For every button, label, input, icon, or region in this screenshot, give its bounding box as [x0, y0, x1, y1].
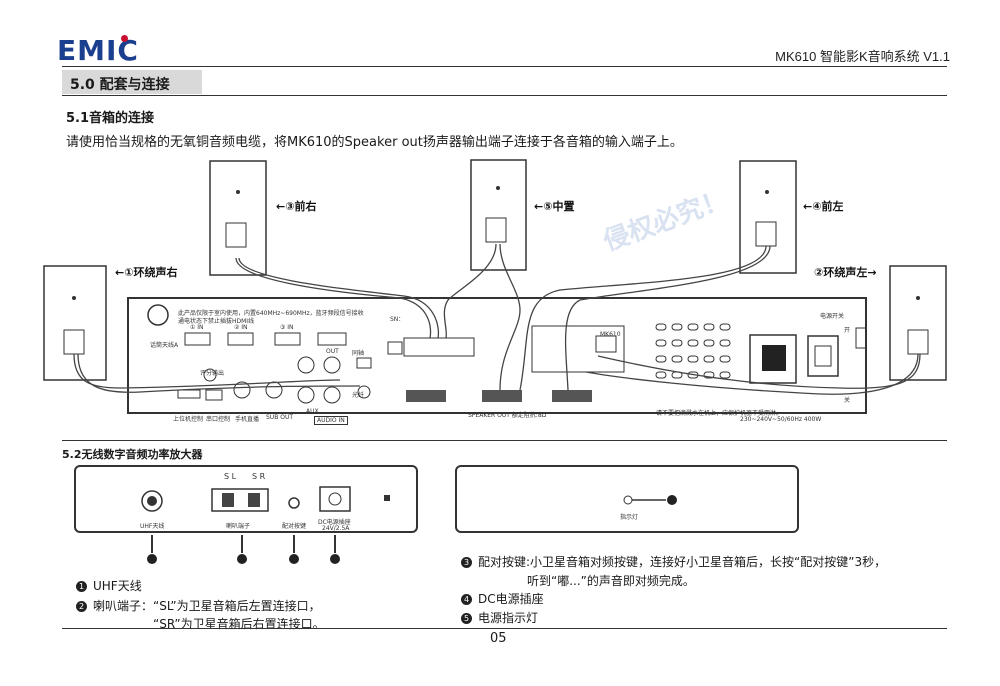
- label-surround-left: ②环绕声左→: [814, 266, 877, 279]
- note-number: 5: [461, 613, 472, 624]
- panel-power-switch: 电源开关: [820, 313, 845, 320]
- label-front-left: ←④前左: [803, 200, 844, 213]
- panel-hdmi-note-2: 通电状态下禁止插拔HDMI线: [178, 318, 255, 325]
- page-number: 05: [490, 631, 507, 646]
- speaker-surround-left: [889, 265, 947, 381]
- panel-coax: 同轴: [352, 350, 365, 357]
- speaker-front-right: [209, 160, 267, 276]
- label-sr: S R: [252, 472, 266, 481]
- label-sl: S L: [224, 472, 237, 481]
- panel-warning: 请不要把滴溅水在机上，应保护机器不受雨淋。: [656, 410, 783, 417]
- footer-rule: [62, 628, 947, 629]
- label-center: ←⑤中置: [534, 200, 575, 213]
- speaker-surround-right: [43, 265, 107, 381]
- label-indicator: 指示灯: [620, 514, 639, 521]
- panel-antenna: 话筒天线A: [150, 342, 179, 349]
- section-title: 5.0 配套与连接: [70, 77, 170, 93]
- panel-speaker-out: SPEAKER OUT 额定阻抗:8Ω: [468, 412, 547, 419]
- subsection-5-2-title: 5.2无线数字音频功率放大器: [62, 448, 203, 461]
- panel-eval: 评分输出: [200, 370, 225, 377]
- panel-audio-in: AUDIO IN: [314, 416, 348, 425]
- panel-on: 开: [844, 327, 851, 334]
- note-number: 1: [76, 581, 87, 592]
- label-front-right: ←③前右: [276, 200, 317, 213]
- speaker-center: [470, 159, 527, 271]
- pair-button[interactable]: [288, 497, 300, 509]
- callout-3: [289, 554, 299, 564]
- panel-model: MK610: [600, 331, 621, 338]
- header-rule: [62, 66, 947, 67]
- callout-5: [667, 495, 677, 505]
- speaker-cables: [73, 243, 921, 395]
- uhf-antenna-connector: [141, 490, 163, 512]
- callout-2: [237, 554, 247, 564]
- subsection-5-1-title: 5.1音箱的连接: [66, 111, 155, 126]
- note-number: 2: [76, 601, 87, 612]
- panel-out: OUT: [326, 348, 339, 355]
- label-dc-rating: 24V/2.5A: [322, 525, 350, 532]
- logo-red-dot: [121, 35, 128, 42]
- amplifier-front-panel: [455, 465, 799, 533]
- callout-4: [330, 554, 340, 564]
- label-dc-jack: DC电源插座: [318, 519, 351, 526]
- label-pair-button: 配对按键: [282, 523, 307, 530]
- section-title-bg: [62, 70, 202, 94]
- panel-sn: SN：: [390, 316, 405, 323]
- panel-off: 关: [844, 397, 851, 404]
- panel-mic: 手机直播: [235, 416, 260, 423]
- panel-power-rating: 230~240V~50/60Hz 400W: [740, 416, 822, 423]
- label-uhf: UHF天线: [140, 523, 165, 530]
- panel-serial: 串口控制: [206, 416, 231, 423]
- indicator-drawing: [623, 495, 677, 505]
- panel-in1: ① IN: [190, 324, 204, 331]
- label-surround-right: ←①环绕声右: [115, 266, 178, 279]
- panel-in2: ② IN: [234, 324, 248, 331]
- speaker-connection-diagram: [43, 159, 947, 414]
- indicator-light: [623, 495, 633, 505]
- subsection-5-1-desc: 请使用恰当规格的无氧铜音频电缆，将MK610的Speaker out扬声器输出端…: [66, 135, 683, 150]
- document-title: MK610 智能影K音响系统 V1.1: [775, 49, 950, 64]
- note-number: 3: [461, 557, 472, 568]
- dc-power-jack: [319, 486, 351, 512]
- panel-usb: 上位机控制: [173, 416, 204, 423]
- panel-sub-out: SUB OUT: [266, 414, 294, 421]
- subsection-rule: [62, 440, 947, 441]
- section-rule: [62, 95, 947, 96]
- note-speaker-port-2: “SR”为卫星音箱后右置连接口。: [153, 617, 325, 631]
- callout-1: [147, 554, 157, 564]
- note-number: 4: [461, 594, 472, 605]
- panel-optical: 光纤: [352, 392, 365, 399]
- panel-in3: ③ IN: [280, 324, 294, 331]
- emic-logo: EMIC: [57, 34, 139, 67]
- note-pair-button-2: 听到“嘟...”的声音即对频完成。: [527, 574, 695, 588]
- label-speaker-port: 喇叭端子: [226, 523, 251, 530]
- panel-hdmi-note: 此产品仅限于室内使用，内置640MHz~690MHz，蓝牙频段信号接收: [178, 310, 364, 317]
- amplifier-rear-drawing: [141, 486, 390, 564]
- speaker-front-left: [739, 160, 797, 274]
- panel-aux: AUX: [306, 408, 319, 415]
